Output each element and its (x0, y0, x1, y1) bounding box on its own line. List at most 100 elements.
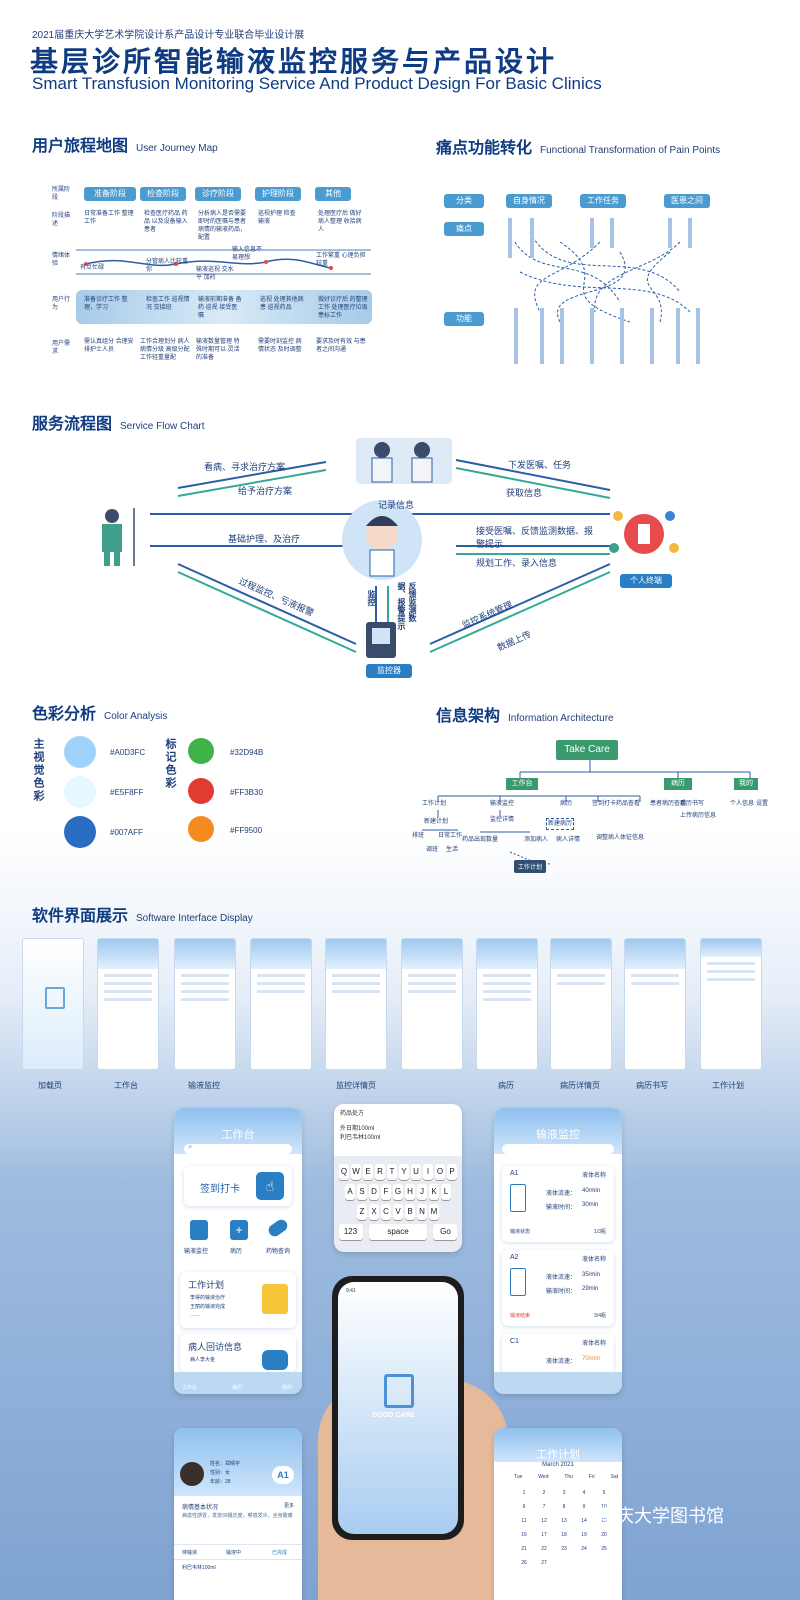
calendar-day[interactable]: 26 (521, 1560, 527, 1566)
speed-label: 液体流速： (546, 1275, 577, 1281)
key-e[interactable]: E (363, 1164, 373, 1180)
screen-thumb-detail-3[interactable] (401, 938, 463, 1070)
plan-card[interactable]: 工作计划 李得的输液治疗 王丽的输液完成 …… (180, 1272, 296, 1328)
key-q[interactable]: Q (339, 1164, 349, 1180)
medical-record-icon[interactable]: + (230, 1220, 248, 1240)
calendar-day[interactable]: 13 (561, 1518, 567, 1524)
screen-thumb-detail-1[interactable] (250, 938, 312, 1070)
key-z[interactable]: Z (357, 1204, 367, 1220)
key-123[interactable]: 123 (338, 1224, 363, 1240)
screen-thumb-workbench[interactable] (97, 938, 159, 1070)
calendar-day[interactable]: 9 (582, 1504, 586, 1510)
monitor-card[interactable]: A2 液体名称 液体流速： 35/min 输液时间： 29min 输液结束 3/… (502, 1250, 614, 1326)
search-input[interactable]: ⌕ (184, 1142, 292, 1154)
tab-done[interactable]: 已完成 (272, 1550, 288, 1556)
screen-thumb-record-detail[interactable] (550, 938, 612, 1070)
checkin-card[interactable]: 签到打卡 ☝ (184, 1166, 292, 1206)
page-subtitle: Smart Transfusion Monitoring Service And… (32, 74, 602, 93)
calendar-day[interactable]: 7 (542, 1504, 546, 1510)
key-u[interactable]: U (411, 1164, 421, 1180)
key-x[interactable]: X (369, 1204, 379, 1220)
key-r[interactable]: R (375, 1164, 385, 1180)
calendar-day[interactable]: 2 (542, 1490, 546, 1496)
calendar-day[interactable]: 14 (581, 1518, 587, 1524)
calendar-day[interactable]: 4 (582, 1490, 586, 1496)
screen-thumb-record-write[interactable] (624, 938, 686, 1070)
monitor-search-input[interactable] (502, 1144, 614, 1154)
calendar-day[interactable]: 22 (541, 1546, 547, 1552)
phone-patient-detail: 姓名：郑晴宇 性别：女 年龄：28 A1 病情基本状况 更多 病患性感冒，发烧3… (174, 1428, 302, 1600)
calendar-day[interactable]: 25 (601, 1546, 607, 1552)
calendar-day[interactable]: 23 (561, 1546, 567, 1552)
key-k[interactable]: K (429, 1184, 439, 1200)
calendar-day[interactable]: 3 (562, 1490, 566, 1496)
calendar-day[interactable]: 11 (521, 1518, 527, 1524)
key-l[interactable]: L (441, 1184, 451, 1200)
hex-label: #A0D3FC (110, 748, 146, 757)
calendar-day[interactable]: 12 (541, 1518, 547, 1524)
key-p[interactable]: P (447, 1164, 457, 1180)
key-c[interactable]: C (381, 1204, 391, 1220)
more-link[interactable]: 更多 (283, 1503, 294, 1509)
tab-pending[interactable]: 待输液 (182, 1550, 198, 1556)
thumb-caption: 监控详情页 (336, 1081, 376, 1090)
monitor-card[interactable]: C1 液体名称 液体流速： 70/min (502, 1334, 614, 1374)
calendar-day[interactable]: 10 (601, 1504, 607, 1510)
key-o[interactable]: O (435, 1164, 445, 1180)
calendar-day[interactable]: 5 (602, 1490, 606, 1496)
key-y[interactable]: Y (399, 1164, 409, 1180)
tab-workbench[interactable]: 工作台 (182, 1385, 198, 1391)
calendar-day[interactable]: 24 (581, 1546, 587, 1552)
tab-records[interactable]: 病历 (232, 1385, 243, 1391)
thumb-caption: 工作计划 (712, 1081, 744, 1090)
key-n[interactable]: N (417, 1204, 427, 1220)
screen-thumb-loading[interactable] (22, 938, 84, 1070)
key-m[interactable]: M (429, 1204, 439, 1220)
calendar-day[interactable]: 6 (522, 1504, 526, 1510)
flow-label: 反馈监测数据、报警提示 (397, 582, 417, 630)
logo-icon (384, 1374, 414, 1408)
tab-running[interactable]: 输液中 (226, 1550, 242, 1556)
thumb-caption: 病历书写 (636, 1081, 668, 1090)
pain-col: 自身情况 (506, 194, 552, 208)
key-g[interactable]: G (393, 1184, 403, 1200)
pill-icon[interactable] (266, 1217, 290, 1239)
calendar-day[interactable]: 18 (561, 1532, 567, 1538)
calendar-day[interactable]: 16 (521, 1532, 527, 1538)
key-space[interactable]: space (369, 1224, 427, 1240)
key-j[interactable]: J (417, 1184, 427, 1200)
screen-thumb-plan[interactable] (700, 938, 762, 1070)
screen-thumb-record[interactable] (476, 938, 538, 1070)
key-go[interactable]: Go (433, 1224, 458, 1240)
calendar-day[interactable]: 27 (541, 1560, 547, 1566)
key-f[interactable]: F (381, 1184, 391, 1200)
tab-bar: 工作台 病历 我的 (174, 1372, 302, 1394)
key-a[interactable]: A (345, 1184, 355, 1200)
calendar-day[interactable]: 20 (601, 1532, 607, 1538)
fluid-name: 液体名称 (581, 1341, 606, 1347)
time-label: 输液时间： (546, 1289, 577, 1295)
stage-pill: 护理阶段 (255, 187, 301, 201)
revisit-card[interactable]: 病人回访信息 病人李大金 (180, 1334, 296, 1372)
calendar-day[interactable]: 15 (601, 1518, 607, 1524)
monitor-card[interactable]: A1 液体名称 液体流速： 40/min 输液时间： 30min 输液状态 1/… (502, 1166, 614, 1242)
screen-thumb-detail-2[interactable] (325, 938, 387, 1070)
tab-me[interactable]: 我的 (282, 1385, 293, 1391)
screen-thumb-monitor[interactable] (174, 938, 236, 1070)
key-i[interactable]: I (423, 1164, 433, 1180)
drip-icon[interactable] (190, 1220, 208, 1240)
behavior-item: 准备诊疗工作 整理，学习 (84, 297, 128, 311)
key-v[interactable]: V (393, 1204, 403, 1220)
key-b[interactable]: B (405, 1204, 415, 1220)
calendar-day[interactable]: 17 (541, 1532, 547, 1538)
key-h[interactable]: H (405, 1184, 415, 1200)
calendar-day[interactable]: 8 (562, 1504, 566, 1510)
plan-item: 李得的输液治疗 (190, 1295, 226, 1301)
calendar-day[interactable]: 1 (522, 1490, 526, 1496)
key-d[interactable]: D (369, 1184, 379, 1200)
key-s[interactable]: S (357, 1184, 367, 1200)
key-t[interactable]: T (387, 1164, 397, 1180)
calendar-day[interactable]: 19 (581, 1532, 587, 1538)
calendar-day[interactable]: 21 (521, 1546, 527, 1552)
key-w[interactable]: W (351, 1164, 361, 1180)
